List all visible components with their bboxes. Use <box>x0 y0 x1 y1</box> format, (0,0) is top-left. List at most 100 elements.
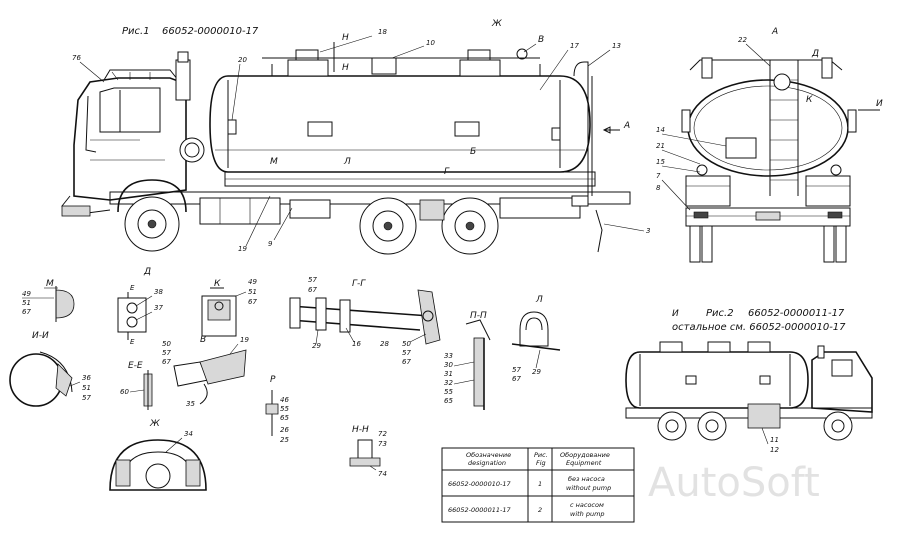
fig2-truck: 11 12 <box>625 341 873 454</box>
svg-text:34: 34 <box>184 430 193 438</box>
svg-text:А: А <box>771 27 778 37</box>
svg-text:Г: Г <box>444 167 450 177</box>
rear-wheel-2 <box>441 197 499 255</box>
detail-r: Р 46 55 65 26 25 <box>265 375 289 444</box>
svg-text:12: 12 <box>770 446 779 454</box>
rear-wheel-1 <box>359 197 417 255</box>
table-cell-designation: 66052-0000011-17 <box>448 506 511 514</box>
svg-text:28: 28 <box>380 340 389 348</box>
svg-text:50: 50 <box>402 340 411 348</box>
svg-text:Н: Н <box>342 33 349 43</box>
designation-table: Обозначение designation Рис. Fig Оборудо… <box>441 447 635 523</box>
side-view-labels: 76 18 10 17 13 20 19 9 3 Н Н Ж В М Л Г Б… <box>72 19 650 253</box>
svg-text:17: 17 <box>570 42 579 50</box>
svg-text:20: 20 <box>238 56 247 64</box>
svg-text:П-П: П-П <box>470 311 487 321</box>
svg-text:57: 57 <box>402 349 411 357</box>
svg-text:76: 76 <box>72 54 81 62</box>
svg-text:57: 57 <box>162 349 171 357</box>
table-cell-fig: 2 <box>538 506 542 514</box>
svg-text:13: 13 <box>612 42 621 50</box>
svg-text:14: 14 <box>656 126 665 134</box>
svg-text:51: 51 <box>82 384 91 392</box>
svg-text:65: 65 <box>280 414 289 422</box>
svg-text:33: 33 <box>444 352 453 360</box>
svg-text:57: 57 <box>82 394 91 402</box>
svg-text:55: 55 <box>444 388 453 396</box>
svg-text:А: А <box>623 121 630 131</box>
svg-text:Г-Г: Г-Г <box>352 279 366 289</box>
svg-text:7: 7 <box>656 172 661 180</box>
svg-text:67: 67 <box>22 308 31 316</box>
front-wheel <box>117 179 187 252</box>
svg-text:36: 36 <box>82 374 91 382</box>
svg-text:46: 46 <box>280 396 289 404</box>
svg-text:И: И <box>876 99 883 109</box>
fig2-note: остальное см. 66052-0000010-17 <box>672 322 846 333</box>
svg-text:37: 37 <box>154 304 163 312</box>
fig2-code: 66052-0000011-17 <box>748 308 845 319</box>
svg-text:Р: Р <box>270 375 276 385</box>
svg-text:М: М <box>46 279 54 289</box>
svg-text:В: В <box>538 35 544 45</box>
svg-text:16: 16 <box>352 340 361 348</box>
detail-e-e: Е-Е 60 <box>120 361 153 410</box>
svg-text:Ж: Ж <box>149 419 160 429</box>
rear-view-labels: А 22 Д К И 14 21 15 7 8 <box>656 27 883 211</box>
svg-text:51: 51 <box>22 299 31 307</box>
svg-text:Д: Д <box>143 267 151 277</box>
svg-text:67: 67 <box>248 298 257 306</box>
table-cell-equip-en: without pump <box>566 484 611 492</box>
svg-text:Н: Н <box>342 63 349 73</box>
svg-text:65: 65 <box>444 397 453 405</box>
table-header-fig-en: Fig <box>536 459 546 467</box>
detail-d: Д Е Е 38 37 <box>117 267 163 346</box>
fig1-code: 66052-0000010-17 <box>162 26 259 37</box>
svg-text:9: 9 <box>268 240 273 248</box>
table-header-designation-en: designation <box>468 459 506 467</box>
svg-text:74: 74 <box>378 470 387 478</box>
svg-text:К: К <box>214 279 221 289</box>
detail-g-g: Г-Г 57 67 29 16 28 50 57 67 <box>289 276 441 366</box>
svg-text:8: 8 <box>656 184 661 192</box>
detail-n-n: Н-Н 72 73 74 <box>349 425 387 478</box>
svg-text:49: 49 <box>22 290 31 298</box>
side-view-truck <box>61 48 631 255</box>
svg-text:57: 57 <box>308 276 317 284</box>
svg-text:22: 22 <box>738 36 747 44</box>
watermark: AutoSoft <box>648 460 820 506</box>
svg-text:29: 29 <box>312 342 321 350</box>
svg-text:67: 67 <box>162 358 171 366</box>
svg-text:30: 30 <box>444 361 453 369</box>
svg-text:И-И: И-И <box>32 331 49 341</box>
svg-text:26: 26 <box>280 426 289 434</box>
svg-text:50: 50 <box>162 340 171 348</box>
detail-i-i: И-И 36 51 57 <box>9 331 91 407</box>
table-header-equip-en: Equipment <box>566 459 602 467</box>
svg-text:31: 31 <box>444 370 453 378</box>
fig1-caption: Рис.1 <box>122 26 150 37</box>
svg-text:Е: Е <box>130 284 135 292</box>
svg-text:25: 25 <box>280 436 289 444</box>
detail-p-p: П-П 33 30 31 32 55 65 <box>444 311 491 410</box>
table-cell-designation: 66052-0000010-17 <box>448 480 511 488</box>
table-header-equip-ru: Оборудование <box>560 451 610 459</box>
svg-text:49: 49 <box>248 278 257 286</box>
svg-text:35: 35 <box>186 400 195 408</box>
svg-text:Е: Е <box>130 338 135 346</box>
svg-text:60: 60 <box>120 388 129 396</box>
svg-text:72: 72 <box>378 430 387 438</box>
detail-zh: Ж 34 <box>109 419 207 491</box>
svg-text:М: М <box>270 157 278 167</box>
rear-view <box>681 57 857 263</box>
svg-text:Д: Д <box>811 49 819 59</box>
svg-text:29: 29 <box>532 368 541 376</box>
detail-k: К 49 51 67 <box>201 278 257 337</box>
svg-text:3: 3 <box>646 227 650 235</box>
svg-text:Л: Л <box>535 295 543 305</box>
svg-text:19: 19 <box>240 336 249 344</box>
detail-v: В 50 57 67 19 35 <box>162 335 249 408</box>
table-header-fig-ru: Рис. <box>534 451 548 459</box>
